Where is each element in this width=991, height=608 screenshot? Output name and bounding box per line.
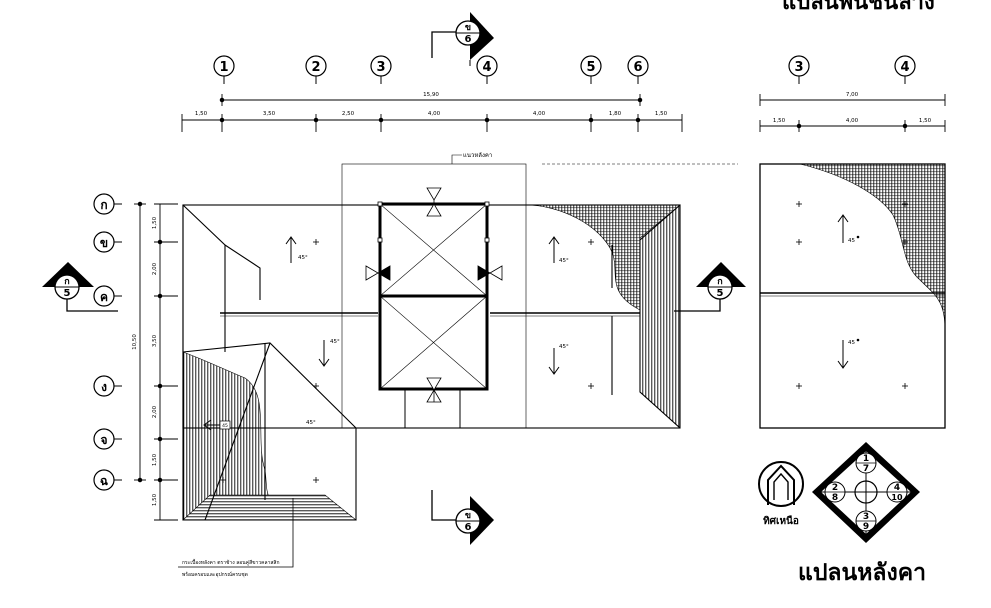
grid-bubble-4: 4: [476, 55, 498, 84]
eave-line-label: แนวหลังคา: [463, 152, 492, 159]
svg-text:3: 3: [376, 60, 385, 75]
dim-left-6: 1,50: [152, 493, 158, 506]
grid-bubble-cho: จ: [93, 428, 122, 450]
grid-bubble-ko: ก: [93, 193, 122, 215]
dim-left-5: 1,50: [152, 453, 158, 466]
svg-text:45: 45: [222, 423, 228, 429]
side-dimension: [759, 94, 946, 132]
slope-label-1: 45°: [298, 255, 308, 261]
grid-bubbles-left: ก ข ค ง จ ฉ: [93, 193, 122, 491]
dimension-top: [181, 94, 683, 132]
section-marker-right: ก 5: [674, 262, 746, 312]
dim-top-1: 1,50: [195, 111, 208, 117]
dim-top-6: 1,80: [609, 111, 622, 117]
dim-top-2: 3,50: [263, 111, 276, 117]
grid-bubble-2: 2: [305, 55, 327, 84]
grid-bubble-1: 1: [213, 55, 235, 84]
dimension-left: [134, 201, 178, 521]
grid-bubble-kho2: ค: [93, 285, 122, 307]
dim-left-4: 2,00: [152, 405, 158, 418]
svg-text:1: 1: [219, 60, 228, 75]
svg-text:5: 5: [586, 60, 595, 75]
roof-material-note: กระเบื้องหลังคา ตราช้าง ลอนคู่สีขาวคลาสส…: [178, 498, 294, 578]
section-marker-bottom: ข 6: [431, 490, 494, 545]
grid-bubbles-top: 1 2 3 4 5 6: [213, 55, 649, 84]
section-bottom-sheet: 6: [465, 522, 472, 533]
dim-top-5: 4,00: [533, 111, 546, 117]
slope-arrows: [203, 236, 560, 431]
slope-label-5: 45°: [306, 420, 316, 426]
grid-bubble-ngo: ง: [93, 375, 122, 397]
dim-left-total: 10,50: [132, 334, 138, 350]
roof-material-line2: พร้อมครอบและอุปกรณ์ครบชุด: [182, 571, 248, 578]
side-grid-bubble-3: 3: [788, 55, 810, 84]
vent-markers: [365, 187, 503, 403]
dim-left-3: 3,50: [152, 334, 158, 347]
side-dim-1: 1,50: [773, 118, 786, 124]
side-grid-bubbles: 3 4: [788, 55, 916, 84]
side-roof: 45 45: [759, 163, 946, 429]
side-grid-bubble-4: 4: [894, 55, 916, 84]
section-left-letter: ก: [64, 277, 69, 287]
plus-marks: [220, 239, 594, 483]
svg-text:2: 2: [311, 60, 320, 75]
section-bottom-letter: ข: [465, 511, 471, 521]
grid-bubble-kho: ข: [93, 231, 122, 253]
key-2: 2: [832, 483, 838, 493]
dim-top-total: 15,90: [423, 92, 439, 98]
side-dim-2: 4,00: [846, 118, 859, 124]
north-arrow-icon: [758, 461, 804, 507]
roof-tag: 45: [219, 420, 231, 430]
section-marker-left: ก 5: [42, 262, 118, 312]
grid-bubble-chor: ฉ: [93, 469, 122, 491]
main-roof: 45° 45° 45° 45° 45° 45: [182, 187, 681, 521]
key-3: 3: [863, 512, 869, 522]
key-9: 9: [863, 522, 869, 532]
svg-text:4: 4: [900, 60, 909, 75]
svg-text:ก: ก: [100, 198, 107, 212]
section-top-sheet: 6: [465, 34, 472, 45]
dim-top-7: 1,50: [655, 111, 668, 117]
key-10: 10: [891, 493, 903, 502]
grid-bubble-5: 5: [580, 55, 602, 84]
svg-text:4: 4: [482, 60, 491, 75]
slope-label-4: 45°: [559, 344, 569, 350]
section-top-letter: ข: [465, 23, 471, 33]
key-8: 8: [832, 493, 838, 503]
dim-top-4: 4,00: [428, 111, 441, 117]
side-dim-total: 7,00: [846, 92, 859, 98]
section-right-letter: ก: [717, 277, 722, 287]
svg-text:ฉ: ฉ: [100, 474, 108, 488]
slope-label-3: 45°: [559, 258, 569, 264]
dim-left-2: 2,00: [152, 262, 158, 275]
svg-text:ค: ค: [100, 290, 108, 304]
north-label: ทิศเหนือ: [763, 515, 799, 527]
slope-label-2: 45°: [330, 339, 340, 345]
svg-text:6: 6: [633, 60, 642, 75]
svg-text:จ: จ: [100, 433, 107, 447]
key-plan: 1 7 2 8 4 10 3 9: [812, 442, 920, 543]
key-4: 4: [894, 483, 900, 493]
roof-plan-title: แปลนหลังคา: [798, 560, 927, 586]
section-marker-top: ข 6: [431, 12, 494, 66]
svg-text:ง: ง: [101, 380, 107, 394]
svg-text:ข: ข: [100, 236, 108, 250]
side-slope-1: 45: [848, 238, 855, 244]
svg-text:3: 3: [794, 60, 803, 75]
side-dim-3: 1,50: [919, 118, 932, 124]
grid-bubble-6: 6: [627, 55, 649, 84]
grid-bubble-3: 3: [370, 55, 392, 84]
roof-material-line1: กระเบื้องหลังคา ตราช้าง ลอนคู่สีขาวคลาสส…: [182, 557, 280, 566]
dim-left-1: 1,50: [152, 216, 158, 229]
ground-floor-plan-title: แปลนพื้นชั้นล่าง: [782, 0, 935, 15]
section-left-sheet: 5: [64, 288, 71, 299]
key-1: 1: [863, 454, 869, 464]
dim-top-3: 2,50: [342, 111, 355, 117]
side-slope-2: 45: [848, 340, 855, 346]
key-7: 7: [863, 464, 869, 474]
section-right-sheet: 5: [717, 288, 724, 299]
